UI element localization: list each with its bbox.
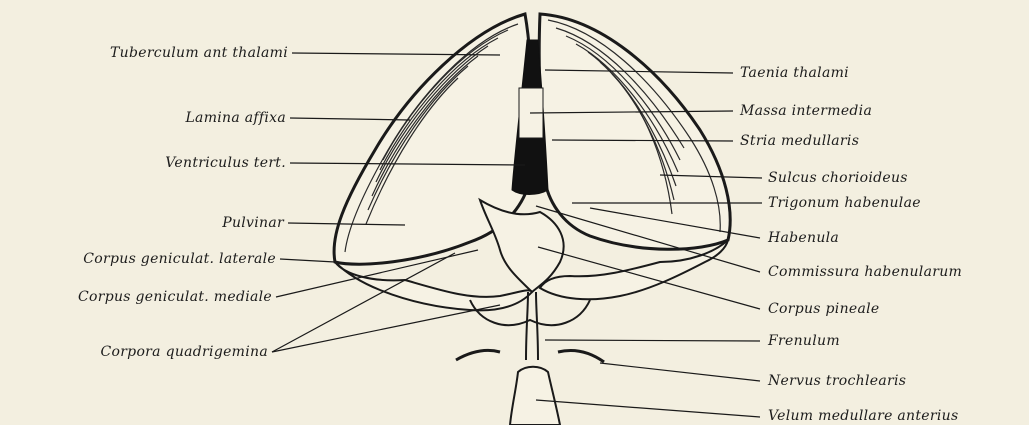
label-taenia: Taenia thalami [740,65,849,81]
left-trochlear [456,350,500,360]
left-lower-lobe [335,262,532,310]
label-geniculat-mediale: Corpus geniculat. mediale [78,289,272,305]
velum [510,367,560,425]
label-stria: Stria medullaris [740,133,859,149]
frenulum-stem [526,292,538,360]
label-geniculat-laterale: Corpus geniculat. laterale [83,251,276,267]
label-velum: Velum medullare anterius [768,408,958,424]
right-thalamus [539,14,730,249]
label-sulcus: Sulcus chorioideus [768,170,908,186]
label-trigonum: Trigonum habenulae [768,195,921,211]
label-quadrigemina: Corpora quadrigemina [100,344,268,360]
label-lamina-affixa: Lamina affixa [185,110,286,126]
label-trochlearis: Nervus trochlearis [768,373,906,389]
label-pulvinar: Pulvinar [222,215,284,231]
label-frenulum: Frenulum [768,333,840,349]
label-ventriculus: Ventriculus tert. [165,155,286,171]
label-pineale: Corpus pineale [768,301,880,317]
label-habenula: Habenula [768,230,839,246]
right-trochlear [558,350,604,362]
label-massa: Massa intermedia [740,103,872,119]
label-commissura: Commissura habenularum [768,264,962,280]
label-tuberculum: Tuberculum ant thalami [110,45,288,61]
